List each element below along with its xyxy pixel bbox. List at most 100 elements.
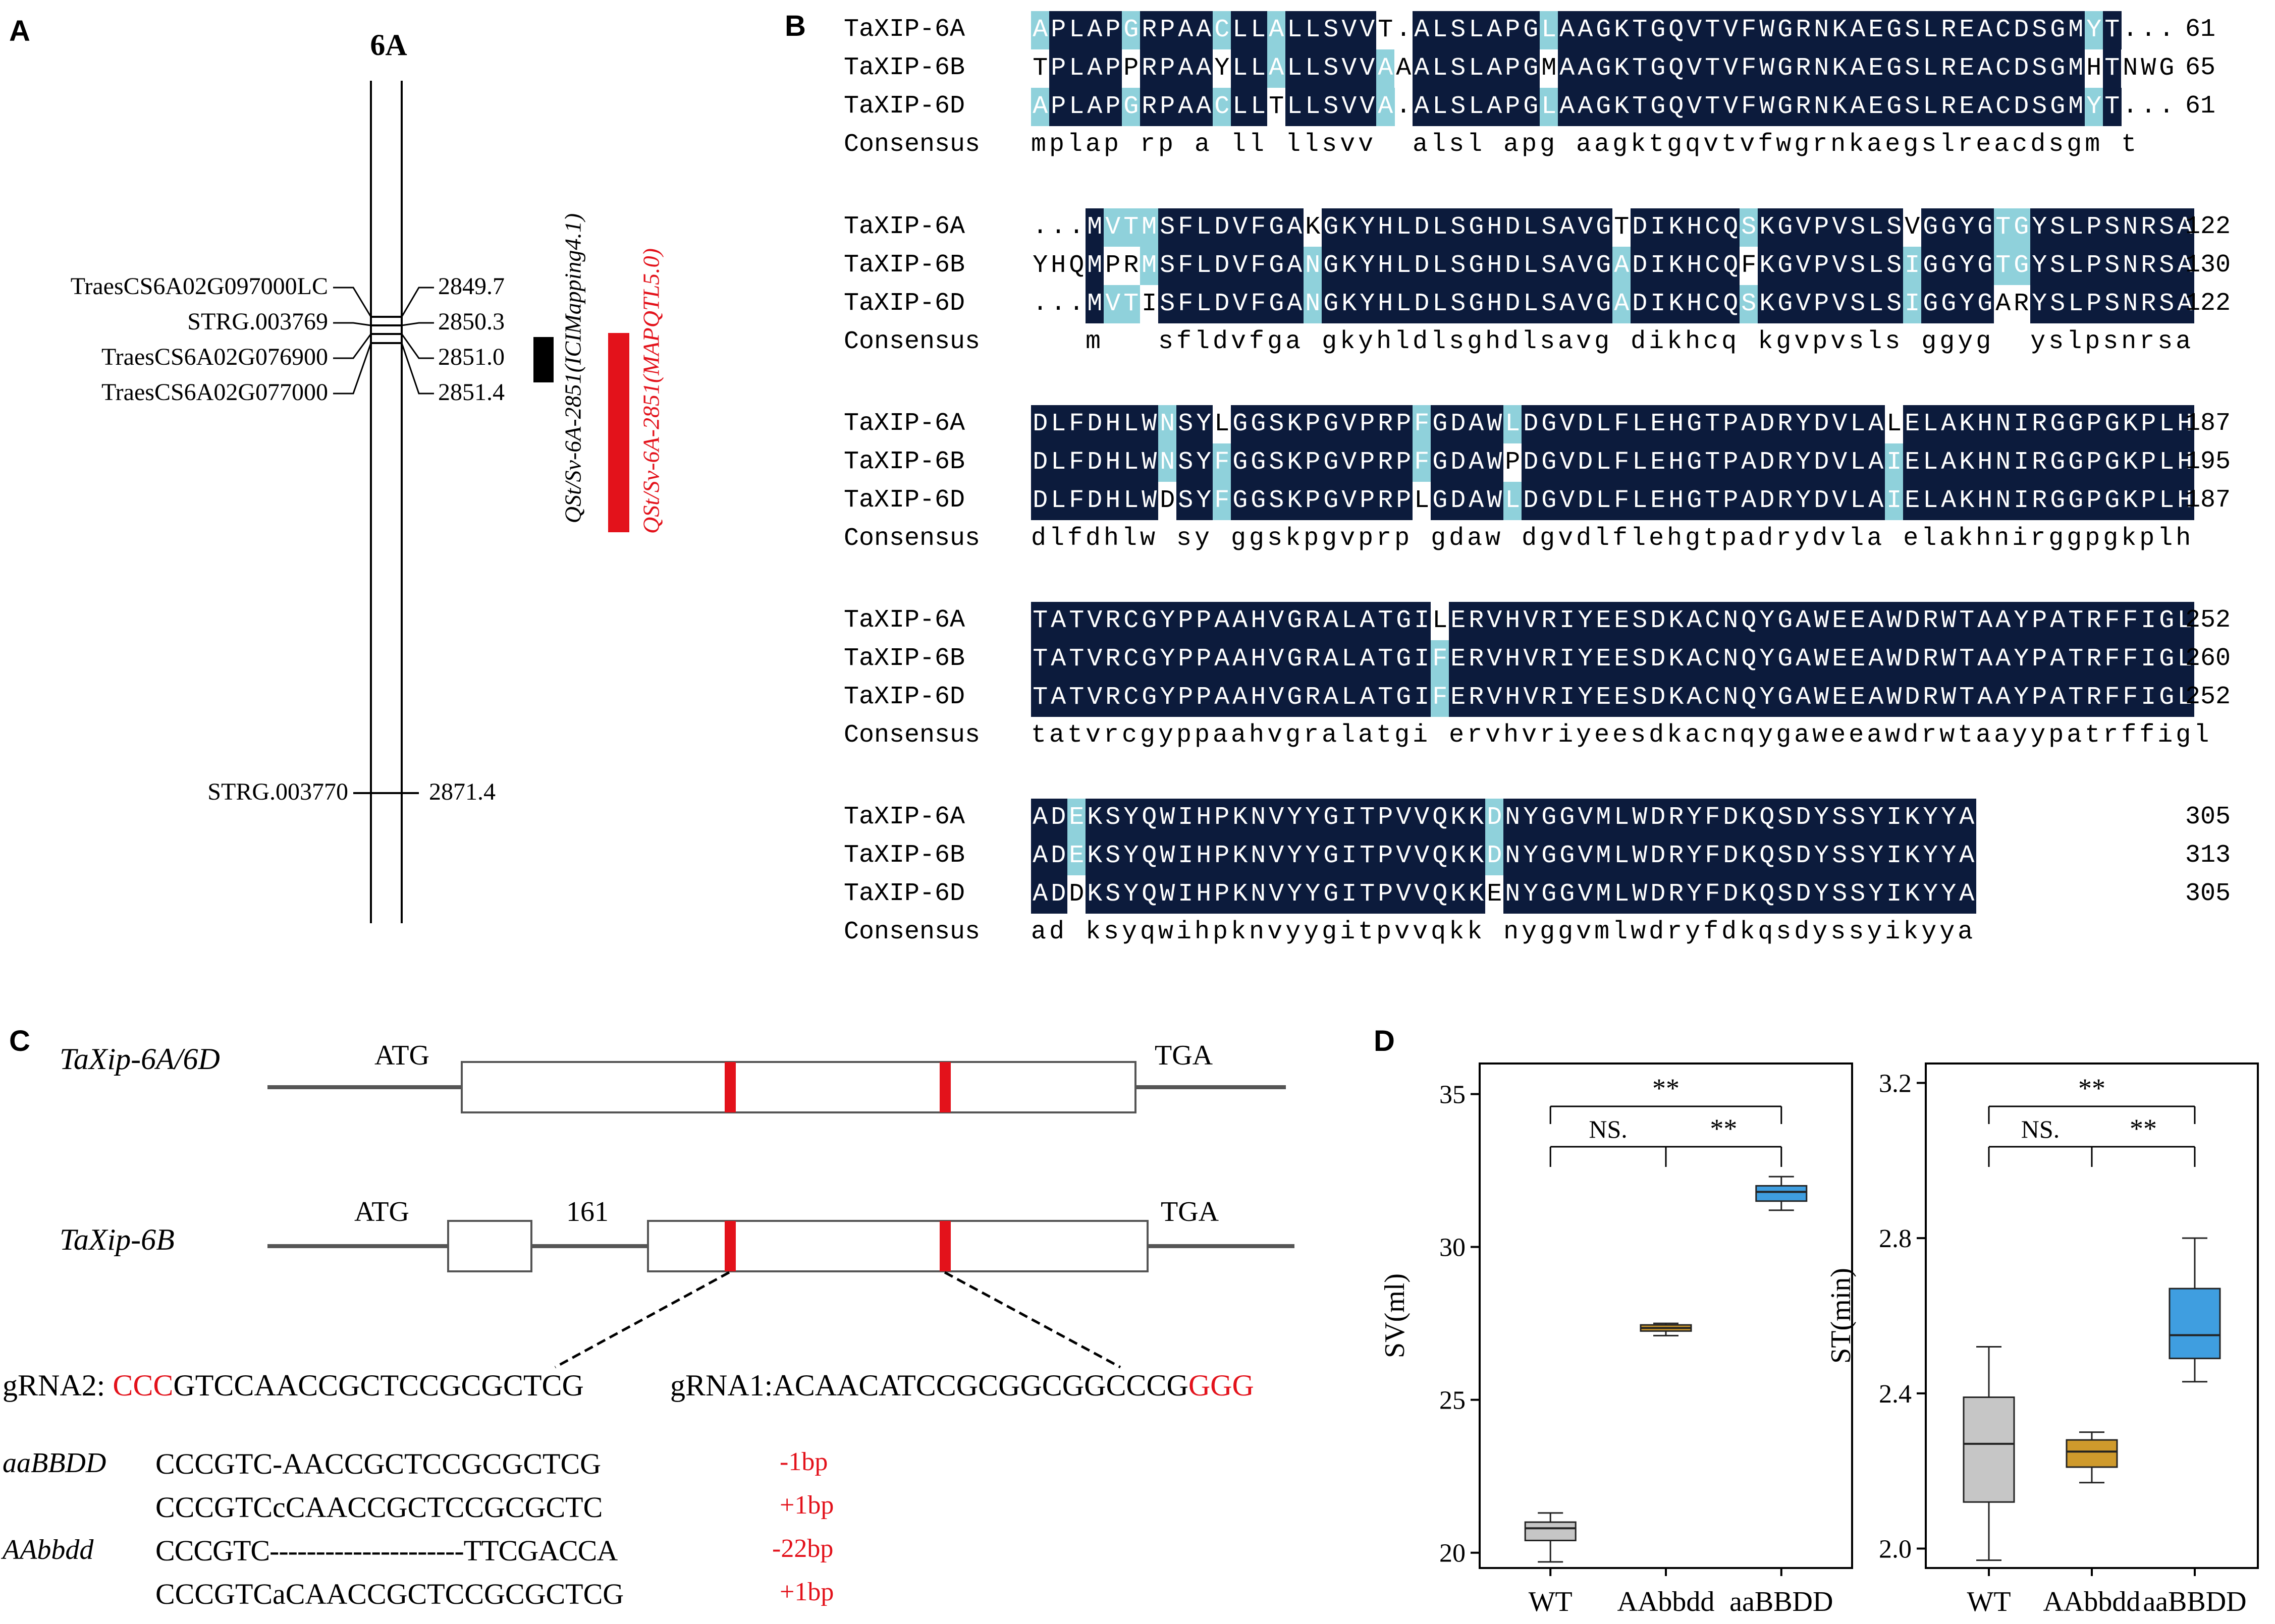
residue: R bbox=[2030, 482, 2049, 520]
residue-count: 122 bbox=[2185, 289, 2231, 318]
residue: H bbox=[1104, 443, 1122, 482]
residue: P bbox=[2085, 285, 2103, 323]
residue: . bbox=[1395, 92, 1411, 121]
residue: A bbox=[1394, 49, 1413, 88]
residue: C bbox=[1703, 602, 1722, 640]
residue: S bbox=[1158, 285, 1177, 323]
residue: G bbox=[1140, 679, 1159, 717]
residue: S bbox=[1631, 602, 1649, 640]
x-tick-label: WT bbox=[1529, 1586, 1573, 1617]
residue: G bbox=[1594, 49, 1613, 88]
residue: L bbox=[1431, 247, 1449, 285]
residue: E bbox=[1649, 482, 1667, 520]
residue: F bbox=[1176, 285, 1195, 323]
residue: G bbox=[1976, 285, 1994, 323]
sequence-name: TaXIP-6D bbox=[844, 486, 965, 515]
residue: G bbox=[1976, 208, 1994, 247]
residue: I bbox=[2139, 640, 2158, 679]
residue: V bbox=[1485, 602, 1504, 640]
residue: . bbox=[1032, 212, 1048, 241]
residue: G bbox=[1649, 11, 1667, 49]
residue: Y bbox=[1794, 405, 1813, 443]
residue: S bbox=[1176, 443, 1195, 482]
residue: D bbox=[1522, 482, 1540, 520]
residue: P bbox=[1304, 482, 1322, 520]
residue: D bbox=[1413, 285, 1431, 323]
residue: G bbox=[1885, 11, 1904, 49]
residue: D bbox=[1576, 482, 1595, 520]
residue: A bbox=[1267, 49, 1286, 88]
residue: L bbox=[1540, 88, 1558, 126]
residue: W bbox=[1939, 679, 1958, 717]
residue: L bbox=[1249, 49, 1268, 88]
residue: L bbox=[1431, 208, 1449, 247]
residue: S bbox=[1540, 247, 1558, 285]
residue: A bbox=[1612, 285, 1631, 323]
residue: N bbox=[1158, 405, 1177, 443]
residue: A bbox=[1867, 405, 1885, 443]
residue: Y bbox=[1158, 640, 1177, 679]
residue: I bbox=[1558, 679, 1577, 717]
residue: P bbox=[1049, 11, 1068, 49]
residue: A bbox=[1558, 49, 1577, 88]
residue: G bbox=[1776, 208, 1795, 247]
residue: L bbox=[1249, 88, 1268, 126]
residue: G bbox=[1776, 640, 1795, 679]
residue: P bbox=[1304, 405, 1322, 443]
residue: K bbox=[1758, 247, 1776, 285]
residue: F bbox=[1413, 405, 1431, 443]
residue: R bbox=[1104, 640, 1122, 679]
residue: V bbox=[1903, 208, 1922, 247]
residue-count: 61 bbox=[2185, 15, 2216, 44]
residue: A bbox=[1195, 49, 1213, 88]
residue: D bbox=[1449, 405, 1468, 443]
residue: W bbox=[1885, 602, 1904, 640]
residue: G bbox=[1522, 49, 1540, 88]
residue: P bbox=[1195, 602, 1213, 640]
residue-count: 65 bbox=[2185, 53, 2216, 82]
residue: K bbox=[1667, 208, 1686, 247]
residue: G bbox=[2048, 88, 2067, 126]
marker-position: 2849.7 bbox=[438, 273, 505, 300]
residue: Q bbox=[1667, 88, 1686, 126]
residue: A bbox=[1467, 443, 1486, 482]
qtl-bar-mapqtl bbox=[608, 333, 629, 532]
residue: G bbox=[1885, 49, 1904, 88]
residue: E bbox=[1849, 602, 1867, 640]
consensus-sequence: m sfldvfga gkyhldlsghdlsavg dikhcq kgvpv… bbox=[1031, 327, 2194, 356]
residue: A bbox=[1740, 482, 1758, 520]
residue: S bbox=[1176, 405, 1195, 443]
residue: L bbox=[1231, 11, 1250, 49]
residue: R bbox=[1376, 482, 1395, 520]
residue: Y bbox=[2085, 88, 2103, 126]
residue: A bbox=[1994, 640, 2013, 679]
residue-count: 252 bbox=[2185, 606, 2231, 635]
residue: G bbox=[1122, 88, 1141, 126]
residue: P bbox=[1812, 285, 1831, 323]
box-aabbdd bbox=[1755, 1185, 1808, 1202]
residue: R bbox=[1540, 602, 1558, 640]
residue: R bbox=[1467, 679, 1486, 717]
residue: L bbox=[1067, 11, 1086, 49]
residue: G bbox=[1776, 247, 1795, 285]
residue: Y bbox=[1213, 49, 1231, 88]
residue: L bbox=[1522, 285, 1540, 323]
residue: D bbox=[1503, 285, 1522, 323]
residue: K bbox=[1340, 208, 1359, 247]
residue: P bbox=[1503, 11, 1522, 49]
residue: N bbox=[1994, 482, 2013, 520]
residue: P bbox=[1358, 443, 1377, 482]
y-tick-label: 20 bbox=[1439, 1539, 1466, 1568]
sequence-name: TaXIP-6A bbox=[844, 15, 965, 44]
residue: P bbox=[1721, 443, 1740, 482]
residue: E bbox=[1649, 443, 1667, 482]
residue: A bbox=[1939, 443, 1958, 482]
residue: N bbox=[1158, 443, 1177, 482]
residue: G bbox=[1921, 247, 1940, 285]
residue: T bbox=[1703, 482, 1722, 520]
residue: K bbox=[1958, 482, 1976, 520]
residue: A bbox=[1031, 11, 1050, 49]
residue: G bbox=[1467, 247, 1486, 285]
residue: Y bbox=[1158, 679, 1177, 717]
residue: H bbox=[1485, 285, 1504, 323]
